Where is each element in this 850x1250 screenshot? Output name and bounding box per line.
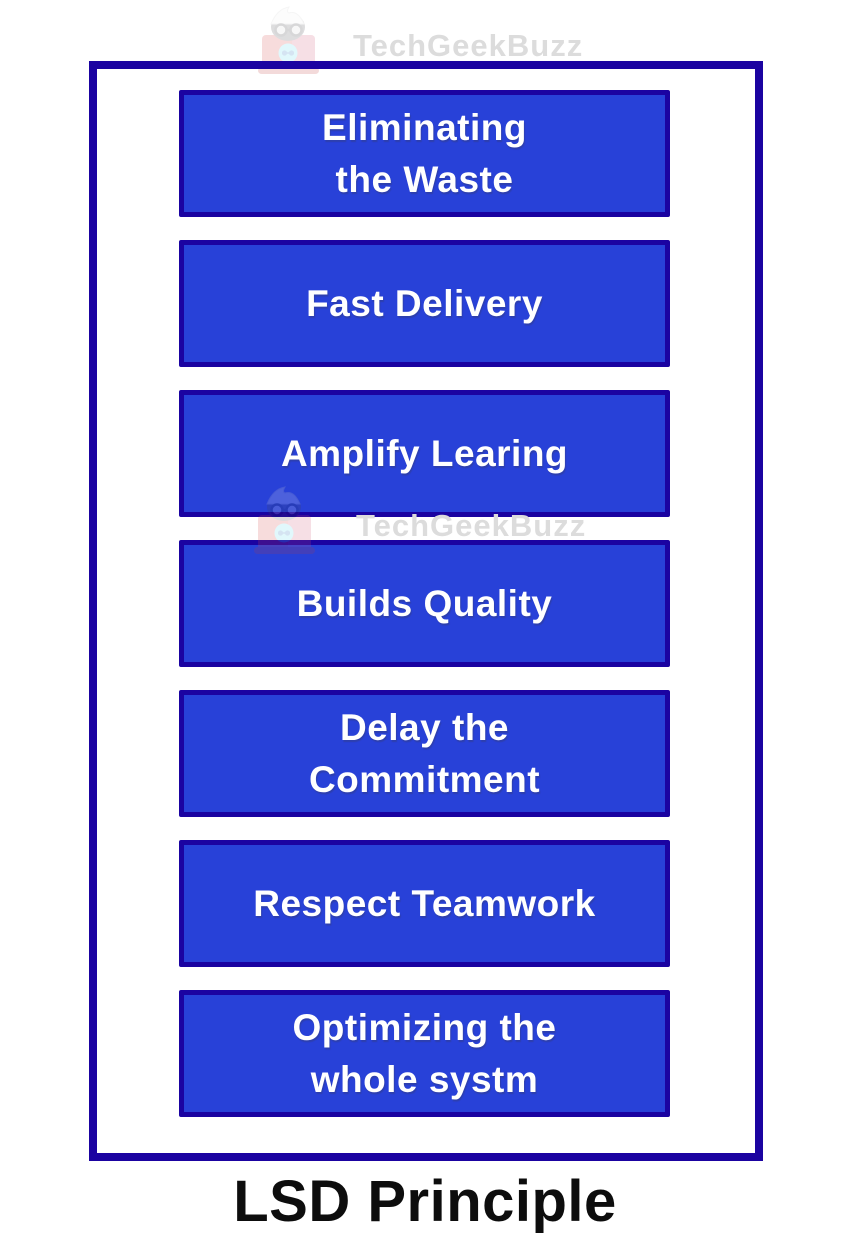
principle-box-delay-commitment: Delay the Commitment	[179, 690, 670, 817]
principle-box-optimizing-whole-system: Optimizing the whole systm	[179, 990, 670, 1117]
principle-box-fast-delivery: Fast Delivery	[179, 240, 670, 367]
principle-box-builds-quality: Builds Quality	[179, 540, 670, 667]
principle-box-amplify-learning: Amplify Learing	[179, 390, 670, 517]
principle-box-respect-teamwork: Respect Teamwork	[179, 840, 670, 967]
watermark-text: TechGeekBuzz	[356, 508, 587, 543]
principle-box-label: Builds Quality	[296, 582, 553, 624]
principle-box-label: Amplify Learing	[280, 432, 569, 474]
principle-box-label: Optimizing the whole systm	[292, 1006, 557, 1100]
diagram-title: LSD Principle	[233, 1169, 617, 1234]
techgeekbuzz-logo-icon	[254, 486, 315, 554]
principle-box-eliminating-waste: Eliminating the Waste	[179, 90, 670, 217]
principle-box-label: Delay the Commitment	[308, 706, 541, 800]
principle-box-label: Fast Delivery	[306, 282, 543, 324]
watermark-text: TechGeekBuzz	[353, 28, 584, 63]
principle-box-label: Respect Teamwork	[253, 882, 596, 924]
diagram-frame	[89, 61, 763, 1161]
principle-box-label: Eliminating the Waste	[322, 106, 527, 200]
